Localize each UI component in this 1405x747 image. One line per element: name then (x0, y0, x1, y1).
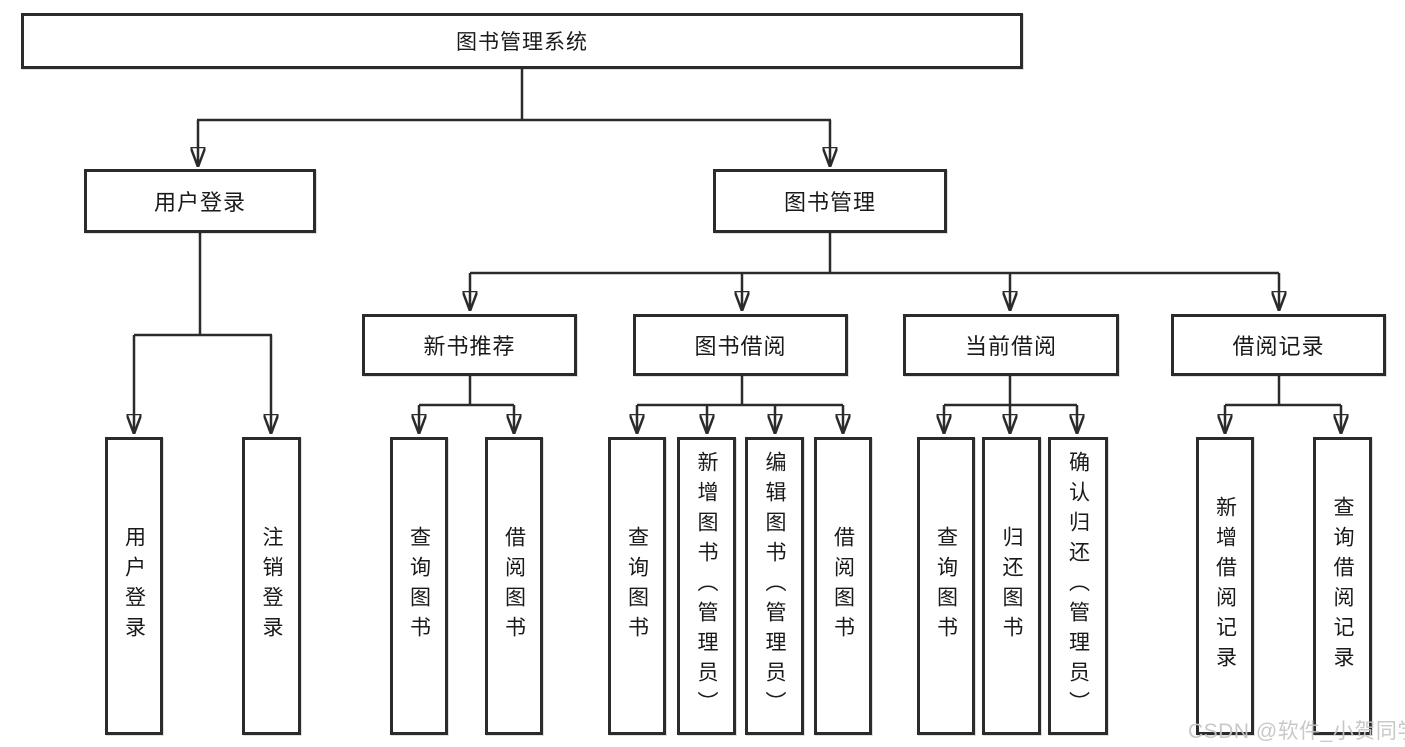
leaf-query-books-2: 查询图书 (608, 437, 666, 735)
connector-current-bus (944, 376, 1077, 407)
leaf-query-books-3-label: 查询图书 (934, 526, 958, 646)
node-user-login: 用户登录 (84, 169, 316, 233)
leaf-confirm-return-admin: 确认归还（管理员） (1048, 437, 1108, 735)
node-book-borrowing-label: 图书借阅 (694, 334, 787, 359)
leaf-borrow-books-1-label: 借阅图书 (502, 526, 526, 646)
leaf-user-login: 用户登录 (105, 437, 163, 735)
leaf-edit-book-admin: 编辑图书（管理员） (745, 437, 804, 735)
leaf-add-book-admin-label: 新增图书（管理员） (695, 451, 718, 721)
leaf-query-books-1-label: 查询图书 (407, 526, 431, 646)
leaf-query-borrow-record-label: 查询借阅记录 (1331, 496, 1354, 676)
connector-login-bus (134, 232, 272, 337)
node-root: 图书管理系统 (21, 13, 1023, 69)
leaf-borrow-books-2: 借阅图书 (814, 437, 872, 735)
node-book-management-label: 图书管理 (783, 190, 876, 215)
node-current-borrowing-label: 当前借阅 (964, 334, 1057, 359)
node-new-book-recommend-label: 新书推荐 (423, 334, 516, 359)
leaf-logout-label: 注销登录 (260, 526, 283, 646)
node-book-management: 图书管理 (713, 169, 947, 233)
leaf-borrow-books-1: 借阅图书 (485, 437, 543, 735)
leaf-edit-book-admin-label: 编辑图书（管理员） (763, 451, 786, 721)
leaf-user-login-label: 用户登录 (122, 526, 146, 646)
leaf-add-book-admin: 新增图书（管理员） (677, 437, 736, 735)
node-user-login-label: 用户登录 (153, 190, 246, 215)
leaf-query-books-1: 查询图书 (390, 437, 448, 735)
connector-borrowing-bus (637, 376, 843, 407)
leaf-query-borrow-record: 查询借阅记录 (1313, 437, 1372, 735)
leaf-add-borrow-record: 新增借阅记录 (1196, 437, 1254, 735)
connector-newbook-bus (419, 376, 514, 407)
watermark: CSDN @软件_小贺同学 (1188, 720, 1405, 743)
node-borrowing-records: 借阅记录 (1171, 314, 1386, 376)
leaf-confirm-return-admin-label: 确认归还（管理员） (1066, 451, 1090, 721)
leaf-borrow-books-2-label: 借阅图书 (831, 526, 855, 646)
node-borrowing-records-label: 借阅记录 (1232, 334, 1325, 359)
connector-management-bus (470, 232, 1279, 275)
node-root-label: 图书管理系统 (456, 31, 588, 54)
node-current-borrowing: 当前借阅 (903, 314, 1119, 376)
leaf-logout: 注销登录 (242, 437, 301, 735)
leaf-query-books-3: 查询图书 (917, 437, 975, 735)
leaf-add-borrow-record-label: 新增借阅记录 (1213, 496, 1237, 676)
leaf-return-books-label: 归还图书 (1000, 526, 1023, 646)
connector-root-bus (197, 69, 831, 122)
node-book-borrowing: 图书借阅 (633, 314, 848, 376)
node-new-book-recommend: 新书推荐 (362, 314, 577, 376)
connector-records-bus (1225, 376, 1341, 407)
leaf-return-books: 归还图书 (982, 437, 1041, 735)
leaf-query-books-2-label: 查询图书 (625, 526, 649, 646)
